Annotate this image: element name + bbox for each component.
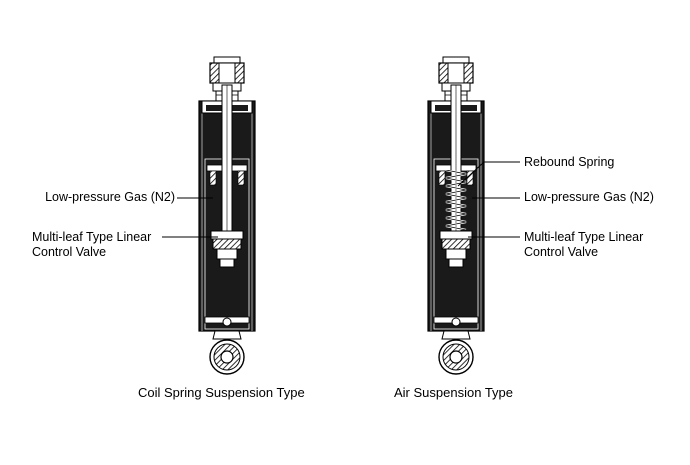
right-leader-lines [457,161,520,238]
left-valve-label: Multi-leaf Type Linear Control Valve [32,230,151,260]
left-leader-lines [162,197,218,238]
right-valve-label-line2: Control Valve [524,245,599,259]
right-rebound-label: Rebound Spring [524,155,615,169]
right-caption: Air Suspension Type [394,385,513,400]
left-valve-label-line1: Multi-leaf Type Linear [32,230,152,244]
right-valve-label-line1: Multi-leaf Type Linear [524,230,644,244]
right-valve-label: Multi-leaf Type Linear Control Valve [524,230,643,260]
right-gas-label: Low-pressure Gas (N2) [524,190,654,204]
left-gas-label: Low-pressure Gas (N2) [45,190,175,204]
left-shock-absorber [198,56,256,375]
left-valve-label-line2: Control Valve [32,245,107,259]
left-caption: Coil Spring Suspension Type [138,385,305,400]
